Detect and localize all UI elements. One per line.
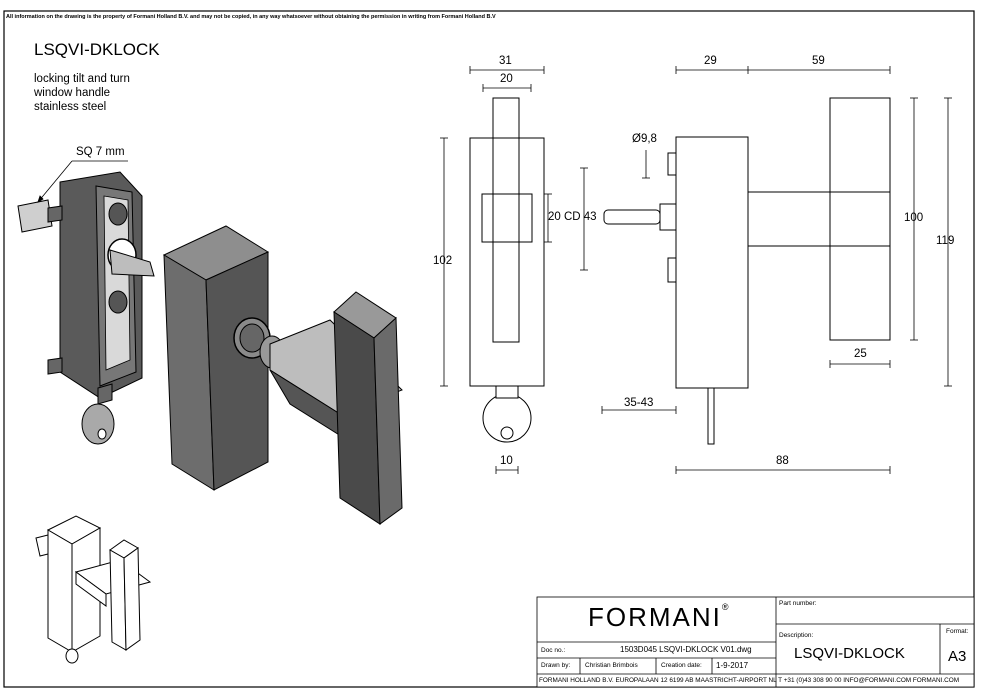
product-code-title: LSQVI-DKLOCK (34, 40, 160, 59)
sheet-border (3, 10, 975, 688)
side-view (603, 97, 891, 445)
dimension-lines (440, 66, 952, 474)
spindle-leader (37, 160, 128, 203)
logo-text: FORMANI (588, 602, 722, 632)
formani-logo: FORMANI® (588, 602, 731, 633)
drawn-by-value: Christian Brimbois (585, 662, 638, 669)
iso-outline-view (35, 515, 152, 664)
dimension-59: 59 (812, 55, 825, 67)
part-number-label: Part number: (779, 600, 817, 607)
description-line: locking tilt and turn (34, 73, 130, 85)
dimension-119: 119 (936, 235, 955, 247)
iso-lock-base (17, 171, 155, 445)
description-value: LSQVI-DKLOCK (794, 645, 905, 662)
copyright-notice: All information on the drawing is the pr… (6, 14, 496, 20)
doc-no-label: Doc no.: (541, 647, 566, 654)
dimension-88: 88 (776, 455, 789, 467)
format-value: A3 (948, 648, 967, 665)
company-address: FORMANI HOLLAND B.V. EUROPALAAN 12 6199 … (539, 677, 960, 684)
creation-date-value: 1-9-2017 (716, 661, 749, 670)
description-label: Description: (779, 632, 814, 639)
front-view (469, 97, 545, 443)
dimension-35-43: 35-43 (624, 397, 654, 409)
drawn-by-label: Drawn by: (541, 662, 571, 669)
logo-mark: ® (721, 602, 731, 612)
creation-date-label: Creation date: (661, 662, 702, 669)
dimension-phi-9-8: Ø9,8 (632, 133, 657, 145)
doc-no-value: 1503D045 LSQVI-DKLOCK V01.dwg (620, 645, 752, 654)
dimension-31: 31 (499, 55, 512, 67)
title-block-frame (536, 596, 975, 688)
iso-handle-assembly (162, 225, 403, 525)
product-description: locking tilt and turn window handle stai… (34, 72, 130, 114)
description-line: stainless steel (34, 101, 107, 113)
dimension-20-cd43: 20 CD 43 (548, 211, 597, 223)
dimension-100: 100 (904, 212, 924, 224)
dimension-10: 10 (500, 455, 513, 467)
dimension-102: 102 (433, 255, 453, 267)
format-label: Format: (946, 628, 969, 635)
spindle-callout: SQ 7 mm (76, 146, 125, 158)
dimension-20-top: 20 (500, 73, 513, 85)
dimension-25: 25 (854, 348, 867, 360)
dimension-29: 29 (704, 55, 717, 67)
description-line: window handle (34, 87, 111, 99)
